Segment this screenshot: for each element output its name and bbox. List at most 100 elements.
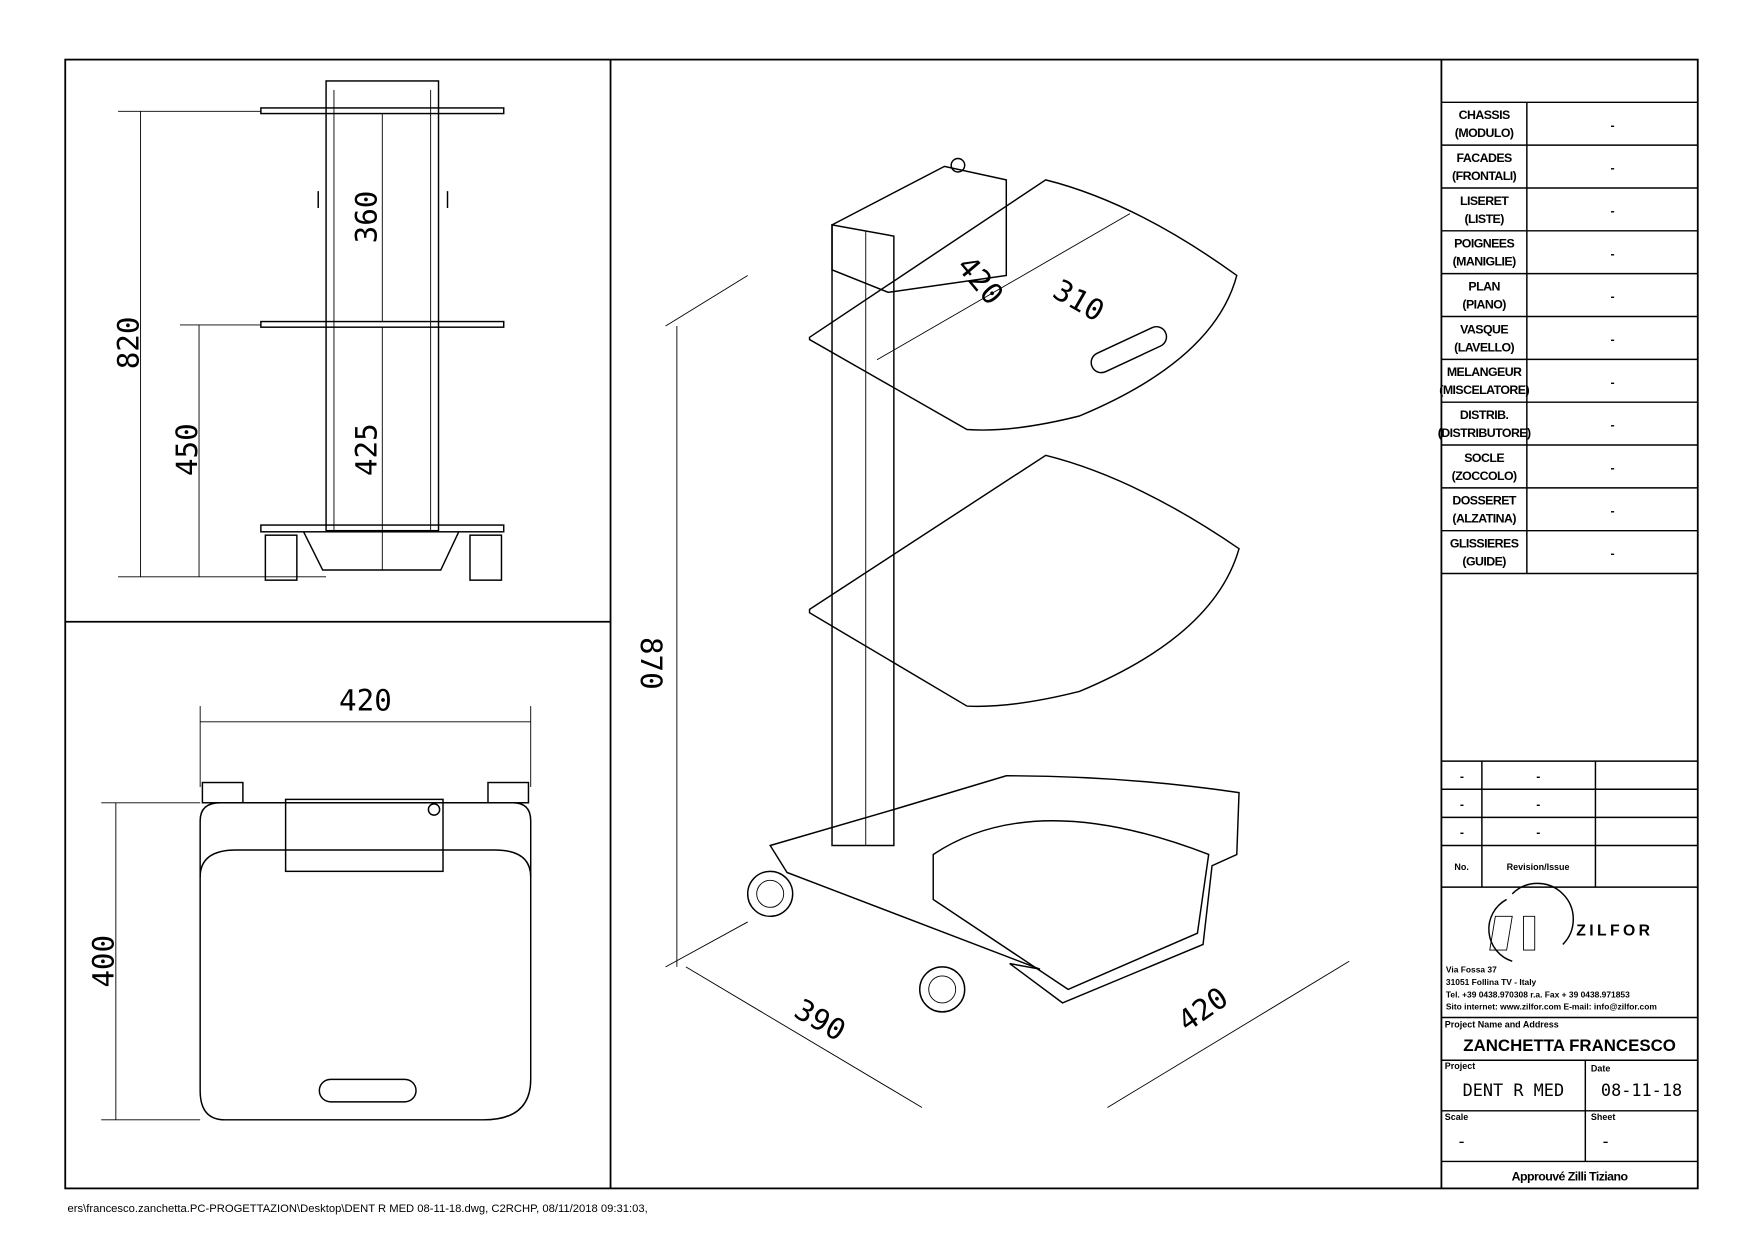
materials-row: FACADES (FRONTALI) - [1441,151,1698,189]
project-name-label: Project Name and Address [1445,1020,1559,1030]
project-label: Project [1445,1061,1475,1071]
materials-row: SOCLE (ZOCCOLO) - [1441,451,1698,489]
iso-base [769,775,1240,1004]
material-label: PLAN [1468,280,1500,294]
handle-slot [318,1078,417,1103]
project-value: DENT R MED [1463,1080,1565,1100]
material-value: - [1611,418,1615,432]
dim-iso-base-width: 420 [1172,980,1235,1038]
material-value: - [1611,204,1615,218]
revision-no: - [1460,769,1464,783]
approved-by: Approuvé Zilli Tiziano [1512,1170,1629,1184]
iso-caster [746,870,794,918]
revision-no: - [1460,797,1464,811]
caster-left [264,534,298,581]
scale-value: - [1457,1131,1467,1151]
revision-issue: - [1536,825,1540,839]
top-view: 420 400 [87,684,532,1121]
web-email: Sito internet: www.zilfor.com E-mail: in… [1446,1002,1657,1012]
material-label-italian: (MANIGLIE) [1453,255,1516,269]
material-label: CHASSIS [1459,108,1510,122]
material-label: LISERET [1460,194,1509,208]
materials-row: MELANGEUR (MISCELATORE) - [1439,365,1698,403]
material-label: DOSSERET [1452,494,1517,508]
svg-text:ZILFOR: ZILFOR [1576,922,1653,939]
address-line: 31051 Follina TV - Italy [1446,977,1537,987]
iso-top-box [831,165,1008,294]
dim-iso-height: 870 [634,637,668,690]
materials-row: DISTRIB. (DISTRIBUTORE) - [1438,408,1698,446]
material-label: MELANGEUR [1447,365,1522,379]
dim-top-depth: 400 [87,935,121,988]
material-value: - [1611,247,1615,261]
dim-lower-height: 450 [170,423,204,476]
dim-top-width: 420 [339,684,392,718]
material-label-italian: (LISTE) [1464,212,1504,226]
revision-header-no: No. [1454,862,1468,872]
material-value: - [1611,547,1615,561]
material-label-italian: (ZOCCOLO) [1452,469,1517,483]
materials-table: CHASSIS(MODULO)-FACADES(FRONTALI)-LISERE… [1438,101,1698,575]
material-label: SOCLE [1464,451,1504,465]
revision-header-issue: Revision/Issue [1507,862,1570,872]
material-label: GLISSIERES [1450,537,1519,551]
materials-row: PLAN (PIANO) - [1441,280,1698,318]
material-value: - [1611,118,1615,132]
scale-label: Scale [1445,1112,1468,1122]
materials-row: CHASSIS (MODULO) - [1441,108,1698,146]
material-label: DISTRIB. [1460,408,1509,422]
material-value: - [1611,290,1615,304]
dim-iso-base-depth: 390 [789,992,852,1048]
top-shelf [260,107,505,115]
zilfor-logo: ZILFOR [1488,882,1653,962]
file-path-footer: ers\francesco.zanchetta.PC-PROGETTAZION\… [67,1203,647,1215]
date-value: 08-11-18 [1601,1080,1682,1100]
material-value: - [1611,332,1615,346]
material-label: FACADES [1457,151,1512,165]
dim-upper-gap: 360 [350,191,384,244]
material-value: - [1611,461,1615,475]
material-label-italian: (PIANO) [1462,298,1506,312]
material-label-italian: (ALZATINA) [1452,512,1516,526]
materials-row: POIGNEES (MANIGLIE) - [1441,237,1698,275]
caster-right [469,534,503,581]
material-value: - [1611,504,1615,518]
material-value: - [1611,161,1615,175]
dim-iso-shelf-depth: 310 [1047,273,1110,329]
company-block: ZILFOR Via Fossa 37 31051 Follina TV - I… [1446,882,1657,1012]
project-block: Project Name and Address ZANCHETTA FRANC… [1441,1016,1698,1184]
revision-table: - - - - - - No. Revision/Issue [1441,760,1698,888]
address-line: Via Fossa 37 [1446,965,1497,975]
material-value: - [1611,375,1615,389]
iso-caster [918,966,966,1013]
sheet-border [64,58,1699,1190]
top-view-box [284,798,444,873]
material-label-italian: (FRONTALI) [1452,169,1517,183]
dim-lower-gap: 425 [350,423,384,476]
material-label-italian: (DISTRIBUTORE) [1438,426,1531,440]
middle-shelf [260,320,505,328]
front-view: 820 450 360 425 [111,80,505,581]
dim-iso-shelf-width: 420 [950,249,1010,311]
revision-issue: - [1536,769,1540,783]
dim-total-height: 820 [111,317,145,370]
revision-no: - [1460,825,1464,839]
revision-issue: - [1536,797,1540,811]
isometric-view: 870 420 310 390 420 [634,157,1350,1108]
iso-middle-shelf [808,454,1240,708]
phone-fax: Tel. +39 0438.970308 r.a. Fax + 39 0438.… [1446,989,1630,999]
iso-column [831,223,895,847]
date-label: Date [1591,1063,1610,1073]
materials-row: VASQUE (LAVELLO) - [1441,322,1698,361]
material-label-italian: (GUIDE) [1462,555,1506,569]
materials-row: LISERET (LISTE) - [1441,194,1698,232]
top-view-outline [199,802,532,1121]
material-label-italian: (MODULO) [1455,126,1514,140]
material-label-italian: (LAVELLO) [1454,340,1514,354]
project-name: ZANCHETTA FRANCESCO [1463,1036,1676,1055]
material-label: POIGNEES [1454,237,1514,251]
material-label-italian: (MISCELATORE) [1439,383,1529,397]
material-label: VASQUE [1460,322,1508,336]
materials-row: GLISSIERES (GUIDE) - [1441,537,1698,575]
